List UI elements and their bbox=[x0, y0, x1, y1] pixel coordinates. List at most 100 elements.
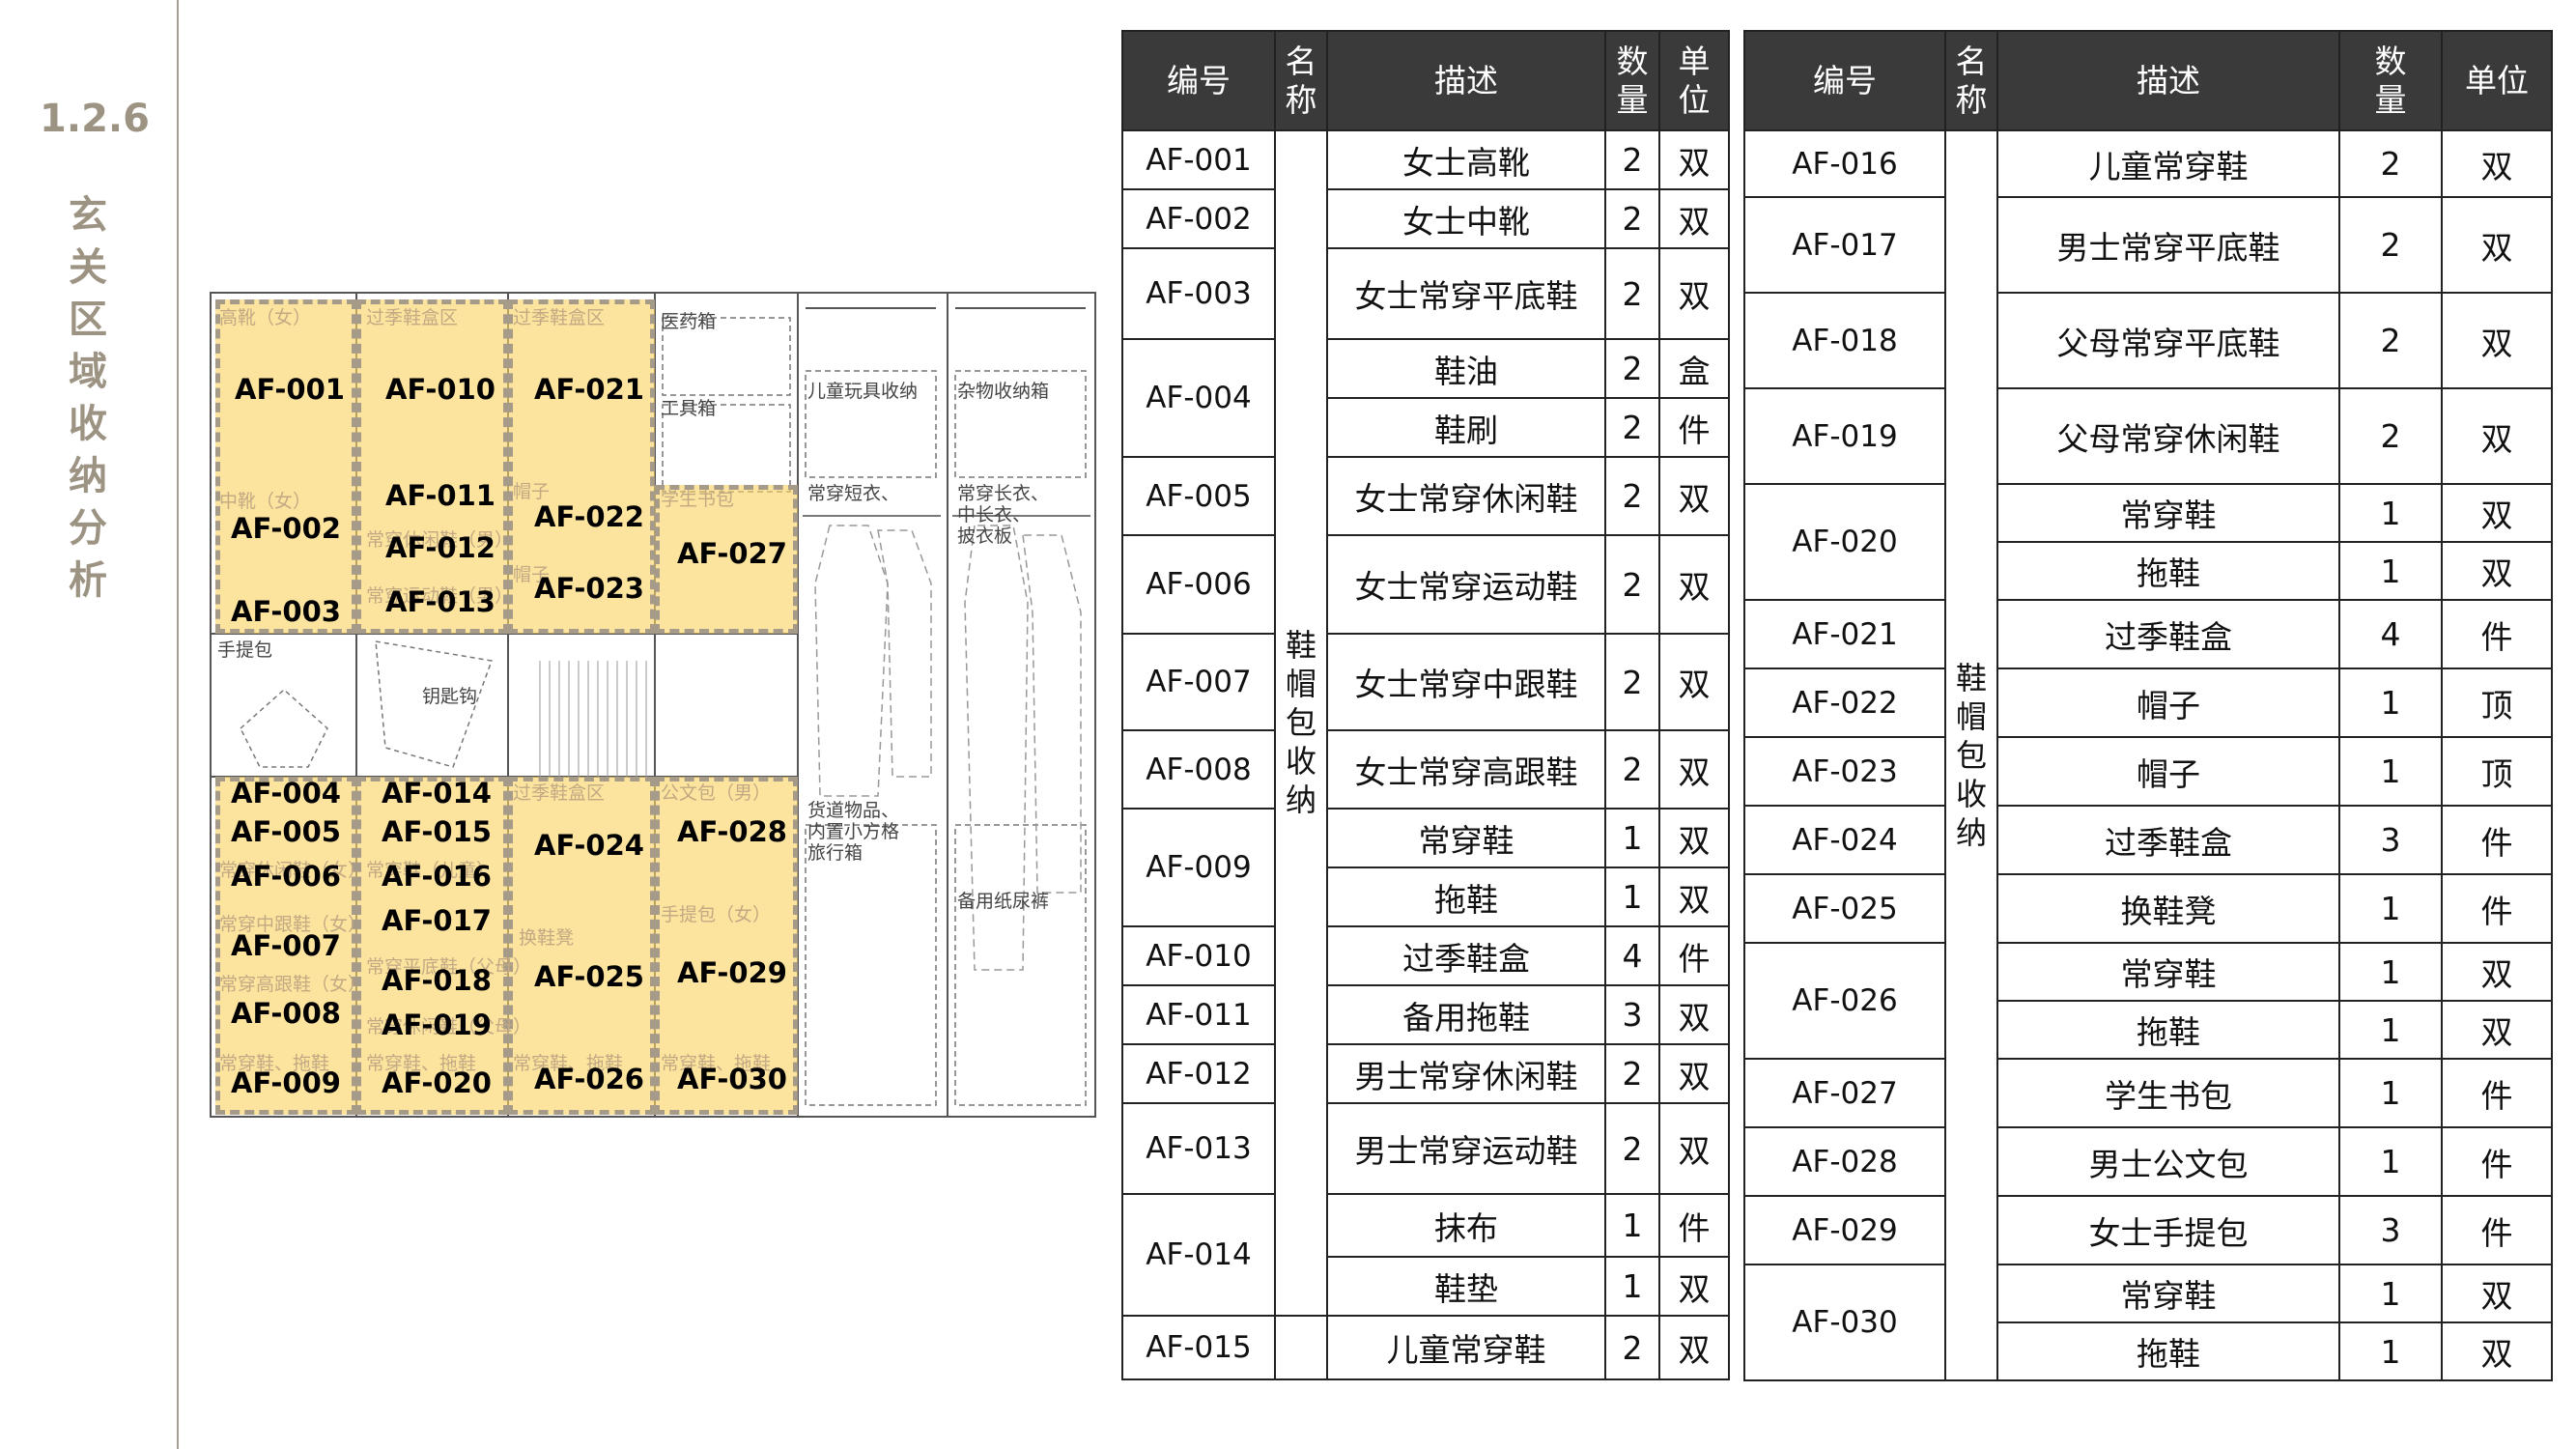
faint-label: 常穿休闲鞋（男） bbox=[366, 529, 514, 551]
cell-qty: 3 bbox=[1604, 984, 1660, 1045]
note-long-coat: 披衣板 bbox=[957, 526, 1013, 547]
note-long-coat: 中长衣、 bbox=[957, 504, 1032, 526]
cell-code: AF-010 bbox=[1121, 925, 1276, 986]
zone-code-label: AF-025 bbox=[534, 960, 644, 993]
table-row: AF-029 女士手提包 3 件 bbox=[1743, 1195, 2553, 1265]
faint-label: 学生书包 bbox=[661, 489, 735, 510]
cell-unit: 顶 bbox=[2441, 736, 2553, 807]
header-name: 名称 bbox=[1274, 30, 1328, 131]
table-row: AF-017 男士常穿平底鞋 2 双 bbox=[1743, 196, 2553, 294]
table-header-row: 编号 名称 描述 数量 单位 bbox=[1743, 30, 2553, 131]
zone-code-label: AF-024 bbox=[534, 829, 644, 862]
cell-desc: 女士高靴 bbox=[1326, 129, 1606, 190]
cell-qty: 2 bbox=[1604, 338, 1660, 399]
cell-qty: 2 bbox=[1604, 1102, 1660, 1195]
cell-desc: 常穿鞋 bbox=[1996, 942, 2340, 1002]
zone-code-label: AF-021 bbox=[534, 373, 644, 406]
faint-label: 常穿鞋、拖鞋 bbox=[661, 1053, 772, 1074]
cell-code: AF-001 bbox=[1121, 129, 1276, 190]
table-row: AF-023 帽子 1 顶 bbox=[1743, 736, 2553, 807]
cell-code: AF-025 bbox=[1743, 873, 1946, 944]
cell-desc: 父母常穿平底鞋 bbox=[1996, 292, 2340, 389]
cell-qty: 3 bbox=[2338, 805, 2443, 875]
cell-code: AF-008 bbox=[1121, 729, 1276, 810]
cell-qty: 1 bbox=[1604, 867, 1660, 927]
cell-unit: 双 bbox=[1658, 1102, 1730, 1195]
cell-qty: 2 bbox=[2338, 129, 2443, 198]
zone-code-label: AF-026 bbox=[534, 1063, 644, 1095]
note-kids-toys: 儿童玩具收纳 bbox=[807, 381, 919, 402]
faint-label: 过季鞋盒区 bbox=[513, 307, 606, 328]
header-unit: 单位 bbox=[1658, 30, 1730, 131]
faint-label: 常穿鞋（儿童） bbox=[366, 860, 495, 881]
zone-code-label: AF-020 bbox=[382, 1066, 492, 1099]
cell-category: 鞋帽包收纳 bbox=[1944, 129, 1998, 1381]
cell-unit: 双 bbox=[2441, 196, 2553, 294]
cell-desc: 女士常穿中跟鞋 bbox=[1326, 633, 1606, 731]
cell-code: AF-003 bbox=[1121, 247, 1276, 340]
cell-desc: 女士常穿休闲鞋 bbox=[1326, 456, 1606, 536]
cell-desc: 换鞋凳 bbox=[1996, 873, 2340, 944]
cell-desc: 抹布 bbox=[1326, 1193, 1606, 1258]
cell-qty: 1 bbox=[2338, 873, 2443, 944]
faint-label: 常穿休闲鞋（女） bbox=[219, 860, 367, 881]
cell-unit: 件 bbox=[2441, 1126, 2553, 1197]
zone-af-001-003 bbox=[215, 299, 356, 634]
cell-code: AF-014 bbox=[1121, 1193, 1276, 1317]
cell-unit: 双 bbox=[2441, 292, 2553, 389]
note-key-hook: 钥匙钩 bbox=[422, 686, 478, 707]
note-receipt: 内置小方格 bbox=[807, 821, 900, 842]
cell-desc: 女士中靴 bbox=[1326, 188, 1606, 249]
cell-desc: 常穿鞋 bbox=[1996, 1264, 2340, 1323]
cell-desc: 常穿鞋 bbox=[1996, 483, 2340, 543]
cell-desc: 女士常穿平底鞋 bbox=[1326, 247, 1606, 340]
zone-code-label: AF-018 bbox=[382, 964, 492, 997]
zone-af-004-009 bbox=[215, 777, 356, 1115]
cell-unit: 双 bbox=[1658, 129, 1730, 190]
faint-label: 高靴（女） bbox=[219, 307, 312, 328]
cell-unit: 件 bbox=[2441, 873, 2553, 944]
cabinet-linework bbox=[212, 294, 1090, 1116]
cell-blank bbox=[1274, 1315, 1328, 1380]
cell-qty: 1 bbox=[1604, 1193, 1660, 1258]
table-row: AF-015 儿童常穿鞋 2 双 bbox=[1121, 1315, 1730, 1380]
faint-label: 换鞋凳 bbox=[519, 927, 575, 949]
table-row: 拖鞋 1 双 bbox=[1744, 541, 2553, 601]
cell-qty: 2 bbox=[1604, 1315, 1660, 1380]
table-row: 鞋垫 1 双 bbox=[1122, 1256, 1730, 1317]
table-row: AF-007 女士常穿中跟鞋 2 双 bbox=[1121, 633, 1730, 731]
table-row: AF-008 女士常穿高跟鞋 2 双 bbox=[1121, 729, 1730, 810]
cell-unit: 双 bbox=[1658, 247, 1730, 340]
cell-qty: 2 bbox=[1604, 129, 1660, 190]
cell-desc: 儿童常穿鞋 bbox=[1326, 1315, 1606, 1380]
cell-qty: 2 bbox=[1604, 633, 1660, 731]
cell-qty: 3 bbox=[2338, 1195, 2443, 1265]
cell-unit: 双 bbox=[2441, 942, 2553, 1002]
cell-qty: 2 bbox=[1604, 1043, 1660, 1104]
table-row: AF-018 父母常穿平底鞋 2 双 bbox=[1743, 292, 2553, 389]
cell-qty: 2 bbox=[1604, 729, 1660, 810]
inventory-table-right: 编号 名称 描述 数量 单位 AF-016 鞋帽包收纳 儿童常穿鞋 2 双 AF… bbox=[1743, 30, 2553, 1381]
table-row: AF-022 帽子 1 顶 bbox=[1743, 668, 2553, 738]
table-row: AF-001 鞋帽包收纳 女士高靴 2 双 bbox=[1121, 129, 1730, 1317]
cell-unit: 双 bbox=[1658, 534, 1730, 635]
cell-code: AF-002 bbox=[1121, 188, 1276, 249]
zone-af-014-020 bbox=[356, 777, 508, 1115]
table-row: AF-016 鞋帽包收纳 儿童常穿鞋 2 双 bbox=[1743, 129, 2553, 1381]
table-row: AF-030 常穿鞋 1 双 bbox=[1743, 1264, 2553, 1381]
faint-label: 常穿鞋、拖鞋 bbox=[366, 1053, 477, 1074]
cell-qty: 1 bbox=[2338, 483, 2443, 543]
faint-label: 常穿平底鞋（父母） bbox=[366, 956, 532, 978]
table-row: AF-004 鞋油 2 盒 bbox=[1121, 338, 1730, 458]
zone-code-label: AF-017 bbox=[382, 904, 492, 937]
cell-code: AF-016 bbox=[1743, 129, 1946, 198]
cell-unit: 双 bbox=[1658, 1043, 1730, 1104]
cell-unit: 件 bbox=[2441, 1058, 2553, 1128]
cell-category: 鞋帽包收纳 bbox=[1274, 129, 1328, 1317]
cell-unit: 顶 bbox=[2441, 668, 2553, 738]
cell-desc: 过季鞋盒 bbox=[1326, 925, 1606, 986]
note-spare: 备用纸尿裤 bbox=[957, 891, 1050, 912]
header-qty: 数量 bbox=[2338, 30, 2443, 131]
faint-label: 常穿高跟鞋（女） bbox=[219, 974, 367, 995]
cell-qty: 4 bbox=[2338, 599, 2443, 669]
